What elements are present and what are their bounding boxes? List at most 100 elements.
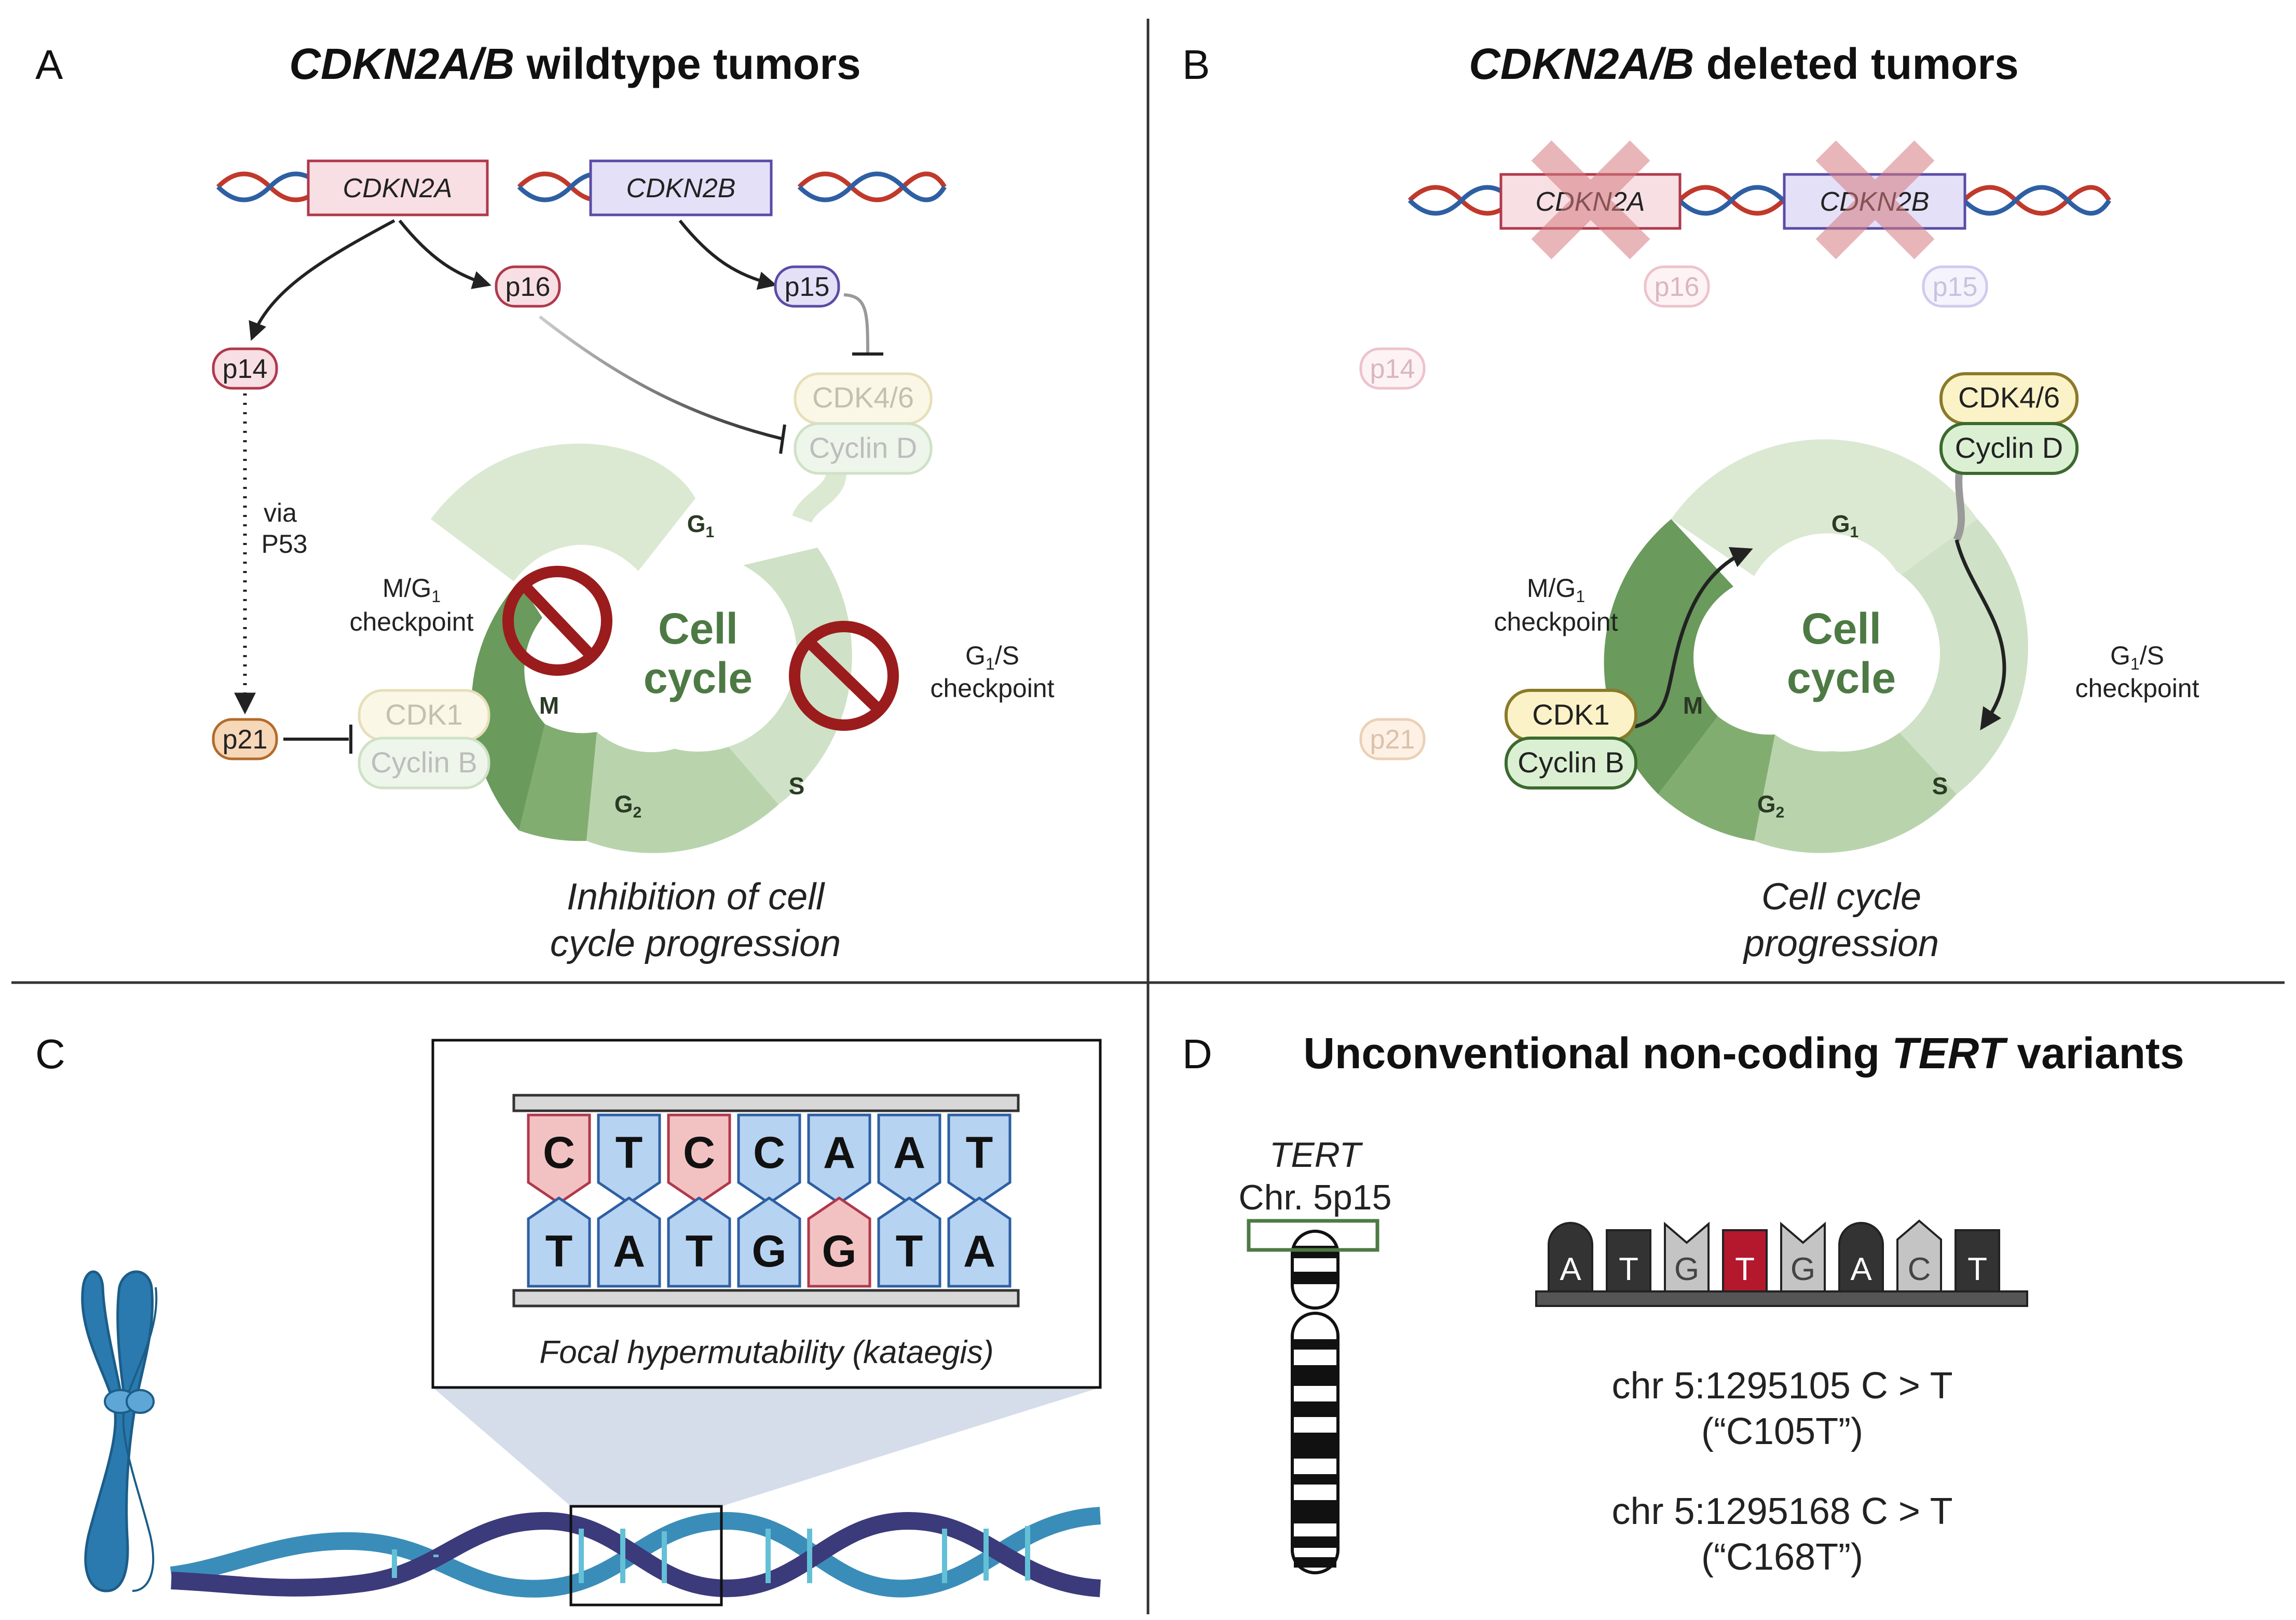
panel-a-p15-inhibits-cdk46 xyxy=(843,293,869,353)
panel-d-title-post: variants xyxy=(2005,1029,2184,1078)
panel-b-g1s-g: G xyxy=(2110,641,2130,670)
panel-b-mg1-checkpoint: checkpoint xyxy=(1494,607,1618,636)
panel-b-g1-sub: 1 xyxy=(1850,524,1859,541)
panel-a-p16-pill xyxy=(495,265,561,308)
panel-d-chromosome-ideogram xyxy=(1291,1230,1340,1574)
panel-b-g1s-progress-arrow xyxy=(1955,539,2006,730)
panel-a-g1s-checkpoint: checkpoint xyxy=(930,674,1054,703)
panel-b-g1s-rest: /S xyxy=(2140,641,2164,670)
panel-b-p16-pill xyxy=(1644,265,1710,308)
panel-b-g2-sub: 2 xyxy=(1776,804,1785,821)
panel-a-p14-pill xyxy=(212,347,278,390)
bottom-base-letter: T xyxy=(686,1227,713,1276)
bottom-base-letter: G xyxy=(822,1227,857,1276)
top-base-tile xyxy=(737,1113,801,1205)
tert-base-letter: T xyxy=(1735,1251,1755,1287)
panel-a-cdk46-label: CDK4/6 xyxy=(812,381,914,414)
bottom-base-letter: T xyxy=(545,1227,573,1276)
panel-b: B CDKN2A/B deleted tumors CDKN2A CDKN2B … xyxy=(1182,39,2199,964)
panel-a: A CDKN2A/B wildtype tumors CDKN2A CDKN2B… xyxy=(35,39,1055,964)
panel-a-g1s-sub: 1 xyxy=(986,655,995,673)
panel-b-cyclin-d-label: Cyclin D xyxy=(1955,431,2063,464)
panel-a-stop-sign-g1s xyxy=(789,621,899,731)
top-base-letter: T xyxy=(966,1128,993,1178)
tert-base-tile xyxy=(1548,1222,1593,1292)
tert-base-letter: G xyxy=(1674,1251,1699,1287)
panel-a-cell-label: Cell xyxy=(658,604,738,653)
panel-b-letter: B xyxy=(1182,42,1210,88)
panel-b-mg1-text: M/G xyxy=(1527,574,1576,603)
panel-b-g2-letter: G xyxy=(1757,791,1776,818)
panel-d: D Unconventional non-coding TERT variant… xyxy=(1182,1029,2184,1578)
panel-c-chromosome-icon xyxy=(81,1270,158,1592)
bottom-base-tile xyxy=(527,1196,591,1288)
panel-a-via-label: via xyxy=(264,498,297,527)
tert-base-letter: A xyxy=(1560,1251,1581,1287)
panel-b-p21-label: p21 xyxy=(1370,725,1415,755)
panel-a-arrow-to-p14 xyxy=(249,219,395,341)
tert-base-tile xyxy=(1955,1229,2000,1292)
panel-c-bottom-backbone xyxy=(512,1289,1020,1308)
panel-a-p15-pill xyxy=(774,265,840,308)
panel-c-zoom-selection-box xyxy=(569,1505,723,1607)
panel-a-cycle-hole xyxy=(599,554,797,752)
panel-a-letter: A xyxy=(35,42,63,88)
panel-b-p16-label: p16 xyxy=(1655,272,1700,302)
panel-a-p21-pill xyxy=(212,718,278,760)
tert-base-tile xyxy=(1606,1229,1651,1292)
panel-d-variant-2-position: chr 5:1295168 C > T xyxy=(1611,1491,1952,1532)
panel-a-g1s-rest: /S xyxy=(995,641,1019,670)
panel-b-cell-label: Cell xyxy=(1801,604,1881,653)
panel-a-cdkn2a-label: CDKN2A xyxy=(343,173,453,203)
bottom-base-tile xyxy=(807,1196,871,1288)
panel-d-locus-label: Chr. 5p15 xyxy=(1239,1178,1392,1217)
panel-b-p21-pill xyxy=(1359,718,1426,760)
panel-a-cdk1-label: CDK1 xyxy=(385,698,462,731)
top-base-tile xyxy=(947,1113,1012,1205)
panel-c-zoom-wedge xyxy=(433,1387,1100,1506)
panel-a-mg1-sub: 1 xyxy=(431,587,441,606)
panel-a-g2-letter: G xyxy=(614,791,633,818)
panel-a-title-rest: wildtype tumors xyxy=(514,39,860,88)
panel-c-dna-helix xyxy=(170,1507,1101,1598)
panel-a-g1-label: G1 xyxy=(687,510,714,541)
panel-b-title-italic: CDKN2A/B xyxy=(1469,39,1694,88)
panel-b-mg1-sub: 1 xyxy=(1576,587,1585,606)
panel-a-s-label: S xyxy=(789,772,805,799)
panel-a-g1s-g: G xyxy=(965,641,986,670)
panel-b-deletion-cross-b xyxy=(1815,140,1935,260)
panel-b-caption-line2: progression xyxy=(1743,923,1939,964)
panel-b-cyclin-b-pill xyxy=(1505,737,1637,789)
panel-a-g2-sub: 2 xyxy=(633,804,642,821)
panel-a-g1-sub: 1 xyxy=(706,524,715,541)
panel-c-caption: Focal hypermutability (kataegis) xyxy=(539,1335,993,1370)
panel-a-p14-label: p14 xyxy=(223,354,268,384)
panel-a-cdkn2b-gene-box xyxy=(589,159,773,216)
bottom-base-letter: G xyxy=(752,1227,787,1276)
tert-base-letter: A xyxy=(1850,1251,1872,1287)
panel-a-arrow-to-p16 xyxy=(398,220,491,289)
top-base-letter: A xyxy=(893,1128,925,1178)
panel-b-g1s-label: G1/S xyxy=(2110,641,2164,673)
top-base-letter: C xyxy=(753,1128,785,1178)
panel-a-p53-label: P53 xyxy=(262,529,308,559)
panel-b-cyclin-d-tail xyxy=(1953,472,1965,542)
panel-d-title-pre: Unconventional non-coding xyxy=(1303,1029,1892,1078)
panel-b-caption-line1: Cell cycle xyxy=(1761,876,1921,918)
panel-a-cdkn2a-gene-box xyxy=(307,159,489,216)
panel-b-cyclin-d-pill xyxy=(1939,422,2079,475)
top-base-letter: C xyxy=(543,1128,575,1178)
bottom-base-tile xyxy=(597,1196,661,1288)
tert-base-tile xyxy=(1896,1219,1942,1292)
panel-a-mg1-checkpoint: checkpoint xyxy=(349,607,473,636)
tert-base-tile xyxy=(1664,1221,1710,1292)
panel-a-cyclin-b-pill xyxy=(358,737,490,789)
bottom-base-letter: A xyxy=(613,1227,645,1276)
panel-d-variant-2-name: (“C168T”) xyxy=(1701,1536,1863,1578)
panel-b-m-label: M xyxy=(1683,692,1703,719)
panel-b-g1-label: G1 xyxy=(1832,510,1858,541)
panel-a-cycle-label: cycle xyxy=(644,654,753,702)
panel-a-p16-inhibit-bar xyxy=(779,424,786,454)
